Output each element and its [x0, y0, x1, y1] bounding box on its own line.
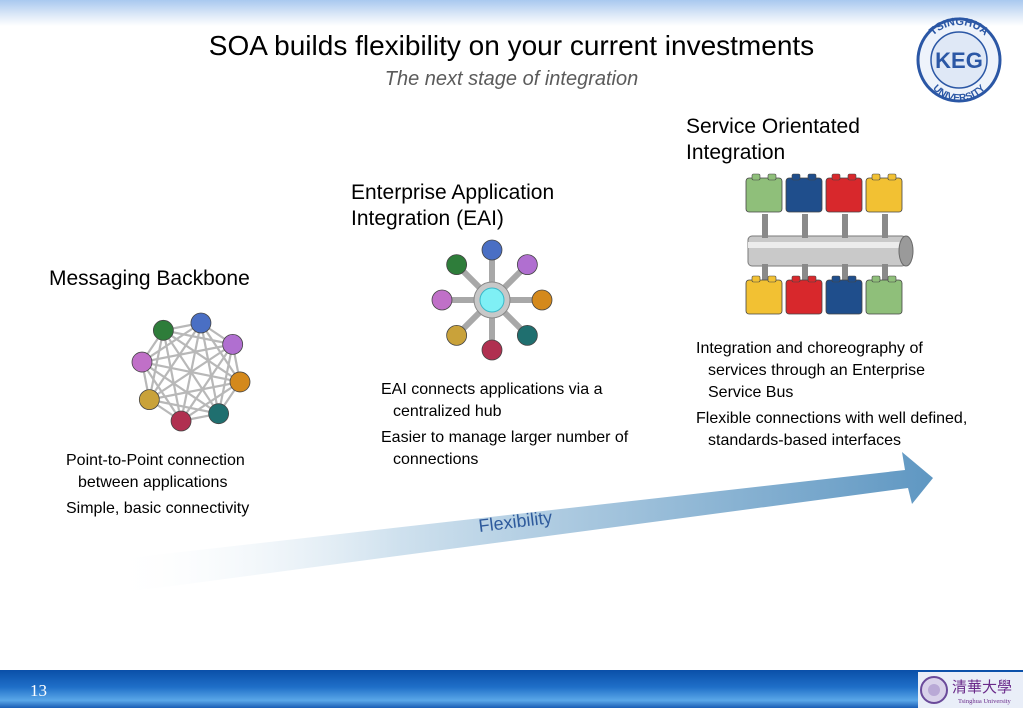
footer-logo-chinese: 清華大學 — [952, 678, 1012, 696]
hub-node — [516, 324, 538, 346]
service-block-bottom — [825, 279, 863, 315]
bus-connector — [882, 264, 888, 282]
footer-bar — [0, 670, 1023, 708]
service-block-stud — [751, 173, 761, 181]
slide-subtitle: The next stage of integration — [384, 68, 639, 90]
service-block-stud — [871, 173, 881, 181]
top-gradient-bar — [0, 0, 1023, 26]
service-block-stud — [887, 173, 897, 181]
bullet-text: Simple, basic connectivity — [66, 500, 250, 517]
mesh-node — [131, 351, 153, 373]
stage-eai-title-line2: Integration (EAI) — [351, 207, 504, 230]
mesh-node — [222, 333, 244, 355]
mesh-link — [149, 398, 219, 415]
logo-center-text: KEG — [935, 48, 983, 73]
mesh-link — [162, 329, 220, 415]
bus-pipe — [747, 235, 907, 267]
point-to-point-mesh-icon — [131, 312, 251, 432]
hub-node — [531, 289, 553, 311]
tsinghua-footer-logo: 清華大學 Tsinghua University — [918, 672, 1023, 708]
stage-messaging-bullets: Point-to-Point connection between applic… — [66, 450, 291, 524]
mesh-link — [163, 329, 233, 346]
hub-and-spoke-icon — [431, 239, 553, 361]
stage-soa-bullets: Integration and choreography of services… — [696, 338, 971, 456]
mesh-link — [162, 329, 241, 383]
service-block-stud — [807, 173, 817, 181]
bus-connector — [802, 264, 808, 282]
stage-messaging-title: Messaging Backbone — [49, 267, 250, 290]
hub-node — [516, 254, 538, 276]
stage-eai-title: Enterprise Application Integration (EAI) — [351, 180, 554, 232]
bullet-text: Integration and choreography of services… — [696, 340, 925, 401]
service-bus-icon — [745, 173, 914, 315]
bus-connector — [802, 214, 808, 238]
service-block-top — [865, 177, 903, 213]
service-block-top — [825, 177, 863, 213]
hub-center — [479, 287, 505, 313]
hub-node — [481, 339, 503, 361]
mesh-node — [170, 410, 192, 432]
mesh-link — [148, 330, 165, 400]
hub-node — [446, 254, 468, 276]
stage-soa-title-line1: Service Orientated — [686, 115, 860, 138]
service-block-stud — [791, 275, 801, 283]
stage-eai-title-line1: Enterprise Application — [351, 181, 555, 204]
stage-soa-title-line2: Integration — [686, 141, 786, 164]
hub-node — [481, 239, 503, 261]
service-block-stud — [807, 275, 817, 283]
service-block-bottom — [865, 279, 903, 315]
service-block-bottom — [745, 279, 783, 315]
mesh-node — [138, 389, 160, 411]
bus-connector — [762, 214, 768, 238]
bus-pipe-highlight — [748, 242, 906, 248]
bus-connector — [762, 264, 768, 282]
stage-eai-bullets: EAI connects applications via a centrali… — [381, 379, 661, 475]
service-block-stud — [847, 173, 857, 181]
bullet-text: Easier to manage larger number of connec… — [381, 429, 629, 468]
service-block-stud — [831, 275, 841, 283]
bus-connector — [882, 214, 888, 238]
hub-node — [446, 324, 468, 346]
service-block-stud — [871, 275, 881, 283]
service-block-stud — [791, 173, 801, 181]
bus-connector — [842, 214, 848, 238]
page-number: 13 — [30, 681, 47, 700]
service-block-stud — [887, 275, 897, 283]
bullet-text: EAI connects applications via a centrali… — [381, 381, 603, 420]
mesh-node — [208, 403, 230, 425]
stage-soa-title: Service Orientated Integration — [686, 114, 860, 166]
keg-logo: TSINGHUA UNIVERSITY KEG — [916, 17, 1002, 103]
bus-connector — [842, 264, 848, 282]
service-block-stud — [767, 173, 777, 181]
mesh-node — [152, 319, 174, 341]
slide-title: SOA builds flexibility on your current i… — [208, 30, 815, 61]
service-block-stud — [831, 173, 841, 181]
hub-node — [431, 289, 453, 311]
bus-pipe-end — [898, 235, 914, 267]
mesh-link — [162, 330, 183, 422]
mesh-link — [141, 361, 182, 422]
bullet-text: Point-to-Point connection between applic… — [66, 452, 245, 491]
service-block-top — [745, 177, 783, 213]
mesh-node — [190, 312, 212, 334]
service-block-stud — [751, 275, 761, 283]
service-block-stud — [847, 275, 857, 283]
service-block-top — [785, 177, 823, 213]
service-block-bottom — [785, 279, 823, 315]
mesh-node — [229, 371, 251, 393]
service-block-stud — [767, 275, 777, 283]
bullet-text: Flexible connections with well defined, … — [696, 410, 968, 449]
footer-logo-english: Tsinghua University — [958, 698, 1012, 705]
